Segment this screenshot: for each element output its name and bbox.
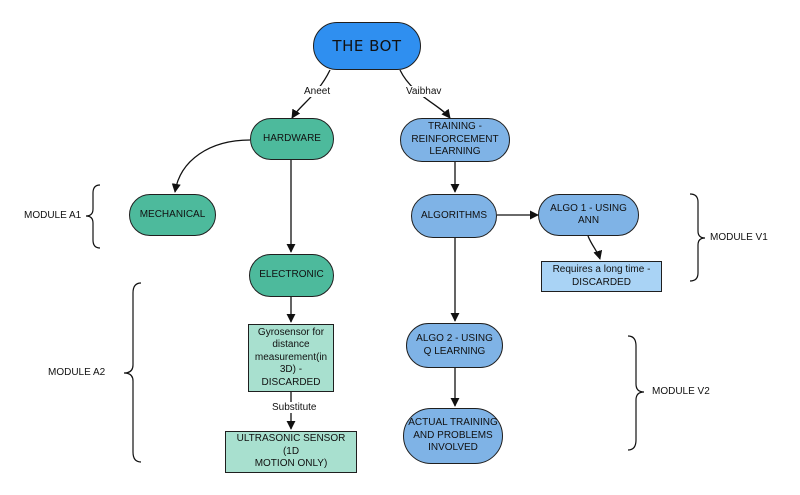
node-training: TRAINING - REINFORCEMENT LEARNING — [400, 118, 510, 162]
node-mechanical: MECHANICAL — [129, 194, 216, 236]
node-gyrosensor: Gyrosensor for distance measurement(in 3… — [248, 324, 334, 392]
node-discarded-ann: Requires a long time - DISCARDED — [541, 261, 662, 292]
node-algo2: ALGO 2 - USING Q LEARNING — [406, 323, 503, 368]
node-algo1: ALGO 1 - USING ANN — [538, 194, 639, 236]
brace-module-v1 — [689, 193, 706, 282]
edge-hardware-mechanical — [171, 139, 251, 193]
node-the-bot: THE BOT — [313, 22, 421, 70]
brace-module-v2 — [627, 335, 645, 451]
edge-root-training — [399, 69, 451, 119]
edge-label-substitute: Substitute — [270, 402, 319, 413]
brace-module-a2 — [123, 282, 142, 463]
module-label-a1: MODULE A1 — [24, 210, 82, 221]
module-label-v1: MODULE V1 — [710, 232, 768, 243]
module-label-a2: MODULE A2 — [48, 367, 106, 378]
edge-algo1-discarded — [587, 235, 603, 260]
module-label-v2: MODULE V2 — [652, 386, 710, 397]
node-ultrasonic: ULTRASONIC SENSOR (1D MOTION ONLY) — [225, 431, 357, 473]
brace-module-a1 — [85, 184, 101, 249]
node-electronic: ELECTRONIC — [249, 254, 334, 297]
edge-root-hardware — [291, 69, 331, 119]
node-algorithms: ALGORITHMS — [411, 194, 497, 238]
node-hardware: HARDWARE — [250, 118, 334, 160]
node-actual-training: ACTUAL TRAINING AND PROBLEMS INVOLVED — [403, 408, 503, 464]
edge-label-vaibhav: Vaibhav — [404, 86, 444, 97]
edge-label-aneet: Aneet — [302, 86, 333, 97]
